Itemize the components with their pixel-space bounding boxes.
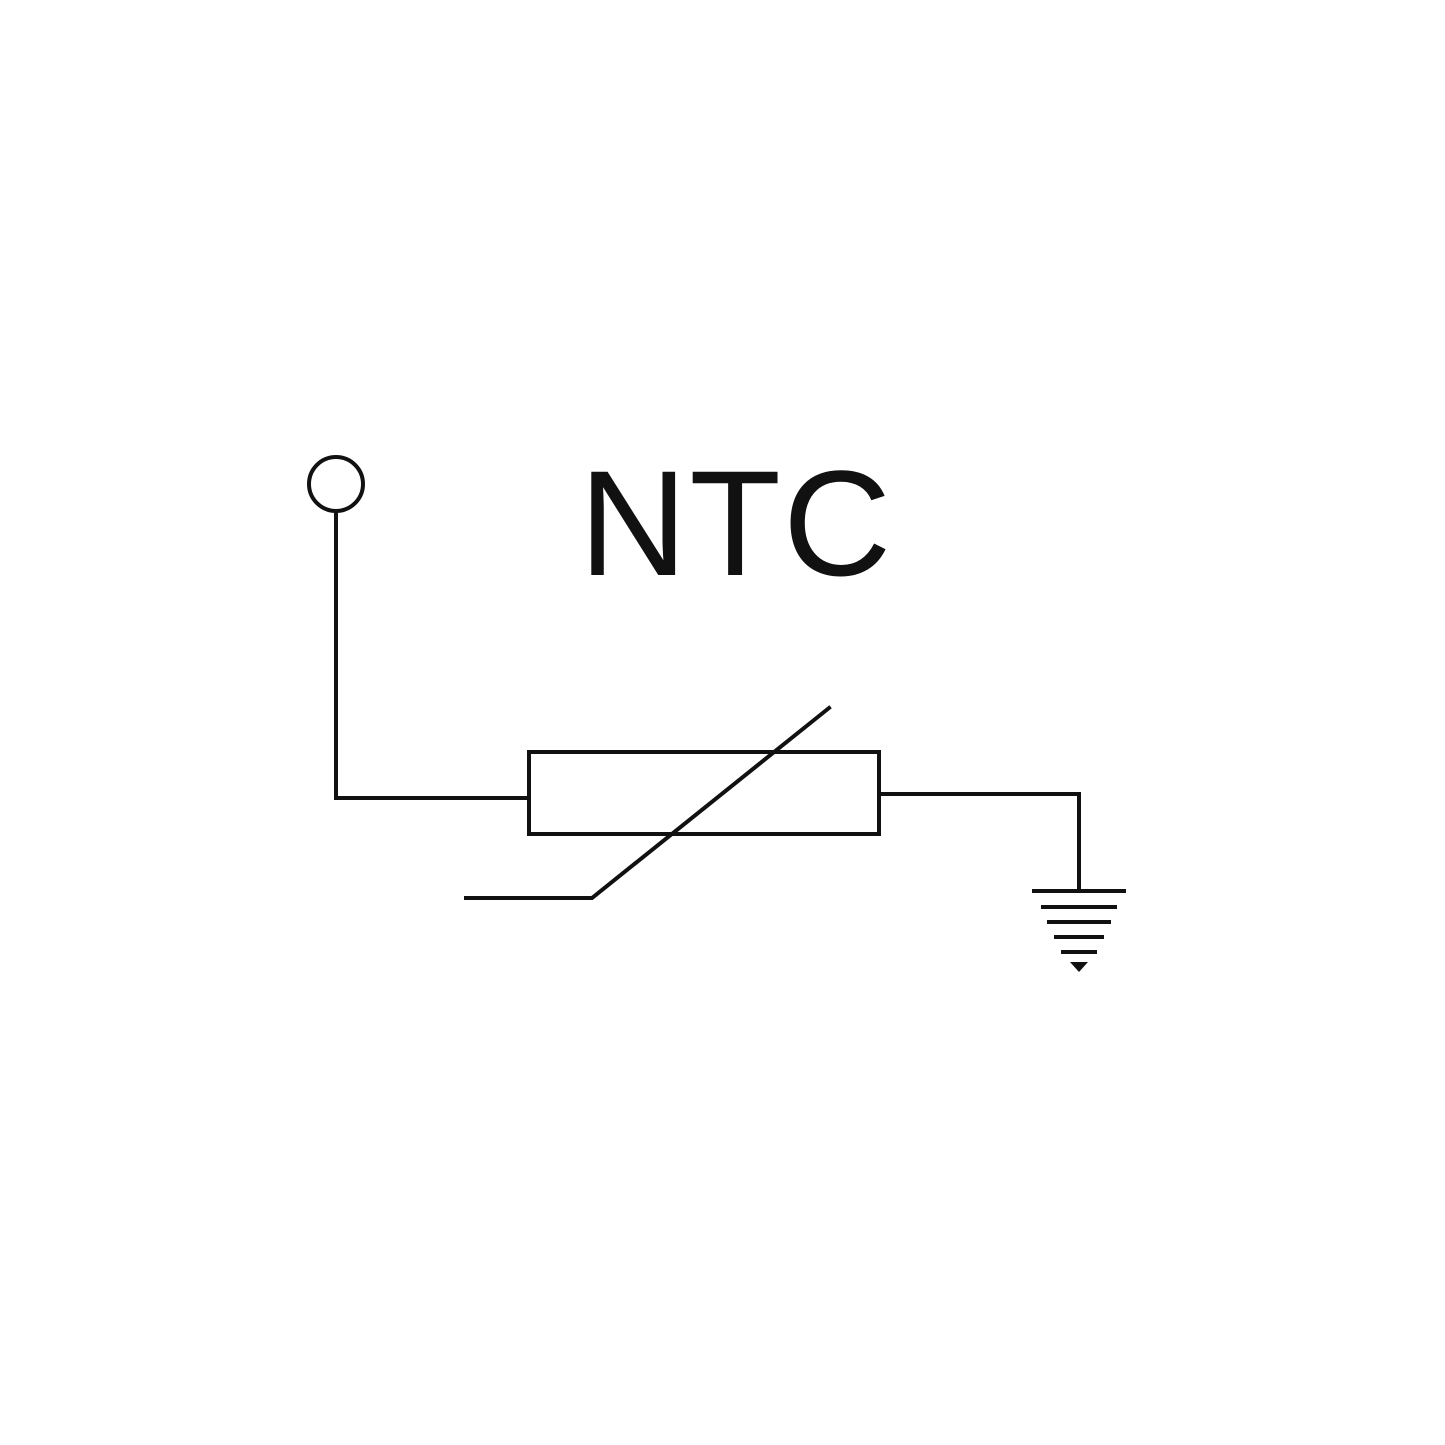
ground-icon [1032, 889, 1126, 972]
ground-lead-wire [877, 792, 1081, 891]
terminal-circle-icon [307, 455, 365, 513]
ground-tip [1070, 962, 1088, 972]
input-lead-wire [334, 509, 531, 800]
component-label: NTC [579, 439, 894, 607]
ntc-thermistor-icon [527, 750, 881, 836]
thermistor-slope-line [464, 705, 832, 900]
